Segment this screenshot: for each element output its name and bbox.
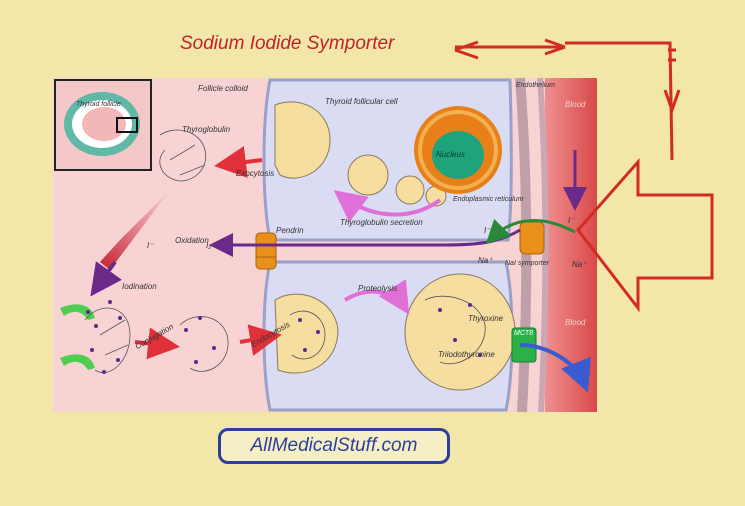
exocytosis-label: Exocytosis bbox=[236, 169, 275, 178]
proteolysis-vesicle bbox=[404, 273, 516, 391]
vesicle bbox=[395, 175, 425, 205]
triiodothyronine-label: Triiodothyronine bbox=[438, 350, 495, 359]
thyroglobulin-molecule bbox=[159, 129, 207, 182]
sodium-label: Na⁺ bbox=[478, 256, 493, 265]
pendrin-label: Pendrin bbox=[276, 226, 304, 235]
proteolysis-arrow bbox=[343, 279, 410, 315]
secretion-arrow bbox=[333, 190, 442, 223]
iodide-blood-label: I⁻ bbox=[568, 216, 575, 225]
iodination-label: Iodination bbox=[122, 282, 157, 291]
hormone-release-arrow bbox=[519, 343, 591, 393]
sodium-label: Na⁺ bbox=[572, 260, 587, 269]
thyroid-follicle-inset bbox=[54, 79, 152, 171]
blood-label-top: Blood bbox=[565, 100, 586, 109]
callout-arrows bbox=[454, 38, 681, 161]
credit-badge: AllMedicalStuff.com bbox=[218, 428, 450, 464]
oxidation-label: Oxidation bbox=[175, 236, 209, 245]
thyroglobulin-molecule bbox=[84, 307, 131, 373]
endocytosis-vesicle bbox=[274, 293, 339, 374]
nai-symporter-transporter bbox=[519, 221, 545, 255]
oxidation-fan bbox=[100, 190, 170, 270]
exocytosis-vesicle bbox=[274, 101, 331, 179]
endocytosis-arrow bbox=[239, 324, 282, 356]
iodide-label: I⁻ bbox=[147, 241, 154, 250]
na-arrow bbox=[485, 218, 576, 245]
thyroglobulin-label: Thyroglobulin bbox=[182, 125, 231, 134]
thyroxine-label: Thyroxine bbox=[468, 314, 504, 323]
iodination-site bbox=[60, 354, 95, 370]
conjugation-arrow bbox=[134, 327, 180, 360]
diagram-title: Sodium Iodide Symporter bbox=[180, 33, 395, 54]
thyroid-follicle-label: Thyroid follicle bbox=[76, 101, 121, 108]
big-pointer-arrow bbox=[576, 158, 714, 313]
thyroid-follicular-cell-label: Thyroid follicular cell bbox=[325, 97, 398, 106]
nucleus-label: Nucleus bbox=[436, 150, 465, 159]
blood-label-bottom: Blood bbox=[565, 318, 586, 327]
nucleus bbox=[414, 106, 502, 194]
iodide-label: I⁻ bbox=[484, 226, 491, 235]
endoplasmic-reticulum-label: Endoplasmic reticulum bbox=[453, 196, 524, 203]
follicle-colloid-label: Follicle colloid bbox=[198, 84, 248, 93]
nai-symporter-label: NaI symporter bbox=[505, 260, 549, 267]
iodide-transport-arrow bbox=[209, 228, 521, 257]
iodine-label: I₂ bbox=[206, 241, 212, 250]
mct8-label: MCT8 bbox=[514, 330, 534, 337]
iodination-arrow bbox=[90, 260, 122, 297]
thyroglobulin-molecule bbox=[289, 310, 326, 360]
pendrin-transporter bbox=[255, 232, 277, 270]
thyroglobulin-molecule bbox=[179, 316, 229, 372]
iodine-atoms bbox=[86, 300, 482, 374]
endothelium-label: Endothelium bbox=[516, 82, 555, 89]
proteolysis-label: Proteolysis bbox=[358, 284, 398, 293]
thyroglobulin-molecule bbox=[424, 295, 486, 365]
exocytosis-arrow bbox=[214, 146, 263, 178]
vesicle bbox=[347, 154, 389, 196]
thyroglobulin-secretion-label: Thyroglobulin secretion bbox=[340, 218, 423, 227]
iodination-site bbox=[60, 304, 95, 320]
